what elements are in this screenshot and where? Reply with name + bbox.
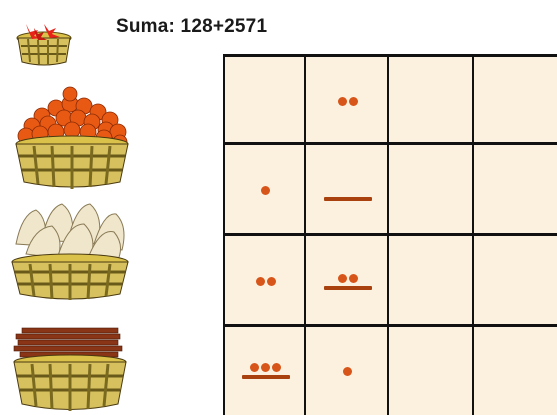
bar-marker [324, 197, 372, 201]
counting-board [223, 54, 557, 415]
dot-marker [343, 367, 352, 376]
dot-marker [256, 277, 265, 286]
basket-sticks-icon [8, 320, 132, 415]
bar-marker [242, 375, 290, 379]
board-cell-r2-c1 [306, 236, 389, 327]
dot-marker [349, 97, 358, 106]
board-cell-r2-c0 [225, 236, 306, 327]
dot-marker [267, 277, 276, 286]
dot-marker [338, 97, 347, 106]
dot-marker [338, 274, 347, 283]
board-cell-r0-c1 [306, 57, 389, 145]
basket-small-red-icon [14, 18, 74, 68]
grid-line [223, 54, 557, 57]
dot-marker [349, 274, 358, 283]
dot-marker [272, 363, 281, 372]
basket-oranges-icon [12, 86, 134, 192]
board-cell-r1-c1 [306, 145, 389, 236]
sum-title: Suma: 128+2571 [116, 16, 267, 38]
dot-marker [250, 363, 259, 372]
basket-garlic-icon [6, 194, 134, 304]
dot-marker [261, 363, 270, 372]
bar-marker [324, 286, 372, 290]
dot-marker [261, 186, 270, 195]
